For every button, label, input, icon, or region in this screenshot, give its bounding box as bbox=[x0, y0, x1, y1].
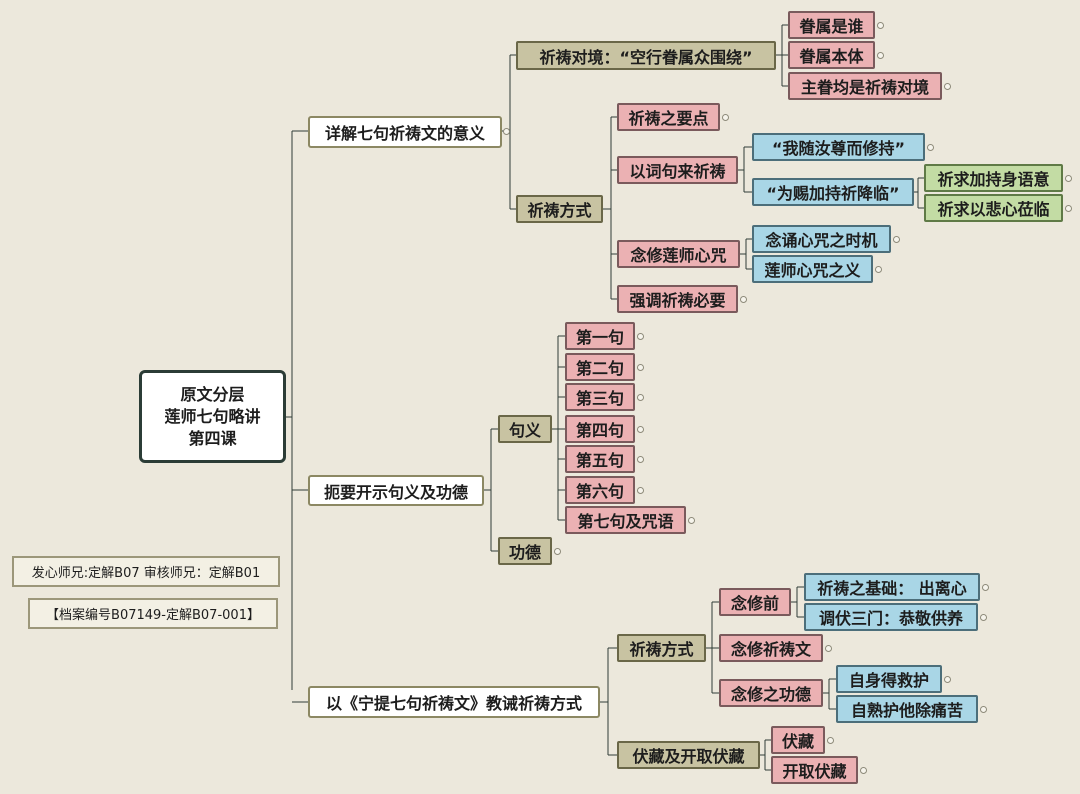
expand-master-retinue-icon[interactable] bbox=[944, 83, 951, 90]
quote-practice-topic[interactable]: “我随汝尊而修持” bbox=[752, 133, 925, 161]
expand-verse-5-icon[interactable] bbox=[637, 456, 644, 463]
expand-key-points-icon[interactable] bbox=[722, 114, 729, 121]
expand-retinue-who-icon[interactable] bbox=[877, 22, 884, 29]
verse-2-topic[interactable]: 第二句 bbox=[565, 353, 635, 381]
contributors-note: 发心师兄:定解B07 审核师兄：定解B01 bbox=[12, 556, 280, 587]
expand-retinue-essence-icon[interactable] bbox=[877, 52, 884, 59]
verse-7-mantra-topic[interactable]: 第七句及咒语 bbox=[565, 506, 686, 534]
expand-body-speech-mind-icon[interactable] bbox=[1065, 175, 1072, 182]
branch1-topic[interactable]: 详解七句祈祷文的意义 bbox=[308, 116, 502, 148]
expand-ripen-self-icon[interactable] bbox=[980, 706, 987, 713]
expand-verse-4-icon[interactable] bbox=[637, 426, 644, 433]
expand-verse-2-icon[interactable] bbox=[637, 364, 644, 371]
emphasize-necessity-topic[interactable]: 强调祈祷必要 bbox=[617, 285, 738, 313]
central-topic-line3: 第四课 bbox=[188, 428, 237, 448]
branch3-topic[interactable]: 以《宁提七句祈祷文》教诫祈祷方式 bbox=[308, 686, 600, 718]
expand-terma-item-icon[interactable] bbox=[827, 737, 834, 744]
terma-item-topic[interactable]: 伏藏 bbox=[771, 726, 825, 754]
archive-note: 【档案编号B07149-定解B07-001】 bbox=[28, 598, 278, 629]
body-speech-mind-topic[interactable]: 祈求加持身语意 bbox=[924, 164, 1063, 192]
expand-verse-1-icon[interactable] bbox=[637, 333, 644, 340]
recitation-merit-topic[interactable]: 念修之功德 bbox=[719, 679, 823, 707]
expand-verse-6-icon[interactable] bbox=[637, 487, 644, 494]
ripen-self-topic[interactable]: 自熟护他除痛苦 bbox=[836, 695, 978, 723]
expand-mantra-timing-icon[interactable] bbox=[893, 236, 900, 243]
central-topic-line2: 莲师七句略讲 bbox=[164, 406, 261, 426]
retinue-who-topic[interactable]: 眷属是谁 bbox=[788, 11, 875, 39]
expand-verse-7-icon[interactable] bbox=[688, 517, 695, 524]
expand-compassion-icon[interactable] bbox=[1065, 205, 1072, 212]
expand-verse-3-icon[interactable] bbox=[637, 394, 644, 401]
prayer-method-2-topic[interactable]: 祈祷方式 bbox=[617, 634, 706, 662]
quote-blessing-topic[interactable]: “为赐加持祈降临” bbox=[752, 178, 914, 206]
prayer-objects-topic[interactable]: 祈祷对境：“空行眷属众围绕” bbox=[516, 41, 776, 70]
branch2-topic[interactable]: 扼要开示句义及功德 bbox=[308, 475, 484, 506]
verse-6-topic[interactable]: 第六句 bbox=[565, 476, 635, 504]
recite-mantra-topic[interactable]: 念修莲师心咒 bbox=[617, 240, 740, 268]
retinue-essence-topic[interactable]: 眷属本体 bbox=[788, 41, 875, 69]
prayer-method-topic[interactable]: 祈祷方式 bbox=[516, 195, 603, 223]
master-retinue-topic[interactable]: 主眷均是祈祷对境 bbox=[788, 72, 942, 100]
self-protection-topic[interactable]: 自身得救护 bbox=[836, 665, 942, 693]
verse-5-topic[interactable]: 第五句 bbox=[565, 445, 635, 473]
verse-1-topic[interactable]: 第一句 bbox=[565, 322, 635, 350]
merit-topic[interactable]: 功德 bbox=[498, 537, 552, 565]
recite-prayer-topic[interactable]: 念修祈祷文 bbox=[719, 634, 823, 662]
expand-self-protection-icon[interactable] bbox=[944, 676, 951, 683]
renunciation-topic[interactable]: 祈祷之基础： 出离心 bbox=[804, 573, 980, 601]
tame-three-doors-topic[interactable]: 调伏三门：恭敬供养 bbox=[804, 603, 978, 631]
central-topic[interactable]: 原文分层 莲师七句略讲 第四课 bbox=[139, 370, 286, 463]
verse-3-topic[interactable]: 第三句 bbox=[565, 383, 635, 411]
verse-4-topic[interactable]: 第四句 bbox=[565, 415, 635, 443]
pray-with-verses-topic[interactable]: 以词句来祈祷 bbox=[617, 156, 738, 184]
mantra-timing-topic[interactable]: 念诵心咒之时机 bbox=[752, 225, 891, 253]
reveal-terma-topic[interactable]: 开取伏藏 bbox=[771, 756, 858, 784]
expand-renunciation-icon[interactable] bbox=[982, 584, 989, 591]
verse-meaning-topic[interactable]: 句义 bbox=[498, 415, 552, 443]
before-recitation-topic[interactable]: 念修前 bbox=[719, 588, 791, 616]
expand-mantra-meaning-icon[interactable] bbox=[875, 266, 882, 273]
mantra-meaning-topic[interactable]: 莲师心咒之义 bbox=[752, 255, 873, 283]
expand-emphasis-icon[interactable] bbox=[740, 296, 747, 303]
compassion-arrive-topic[interactable]: 祈求以悲心莅临 bbox=[924, 194, 1063, 222]
central-topic-line1: 原文分层 bbox=[180, 384, 245, 404]
expand-merit-icon[interactable] bbox=[554, 548, 561, 555]
terma-topic[interactable]: 伏藏及开取伏藏 bbox=[617, 741, 760, 769]
expand-branch1-icon[interactable] bbox=[503, 128, 510, 135]
prayer-key-points-topic[interactable]: 祈祷之要点 bbox=[617, 103, 720, 131]
expand-tame-three-doors-icon[interactable] bbox=[980, 614, 987, 621]
expand-reveal-terma-icon[interactable] bbox=[860, 767, 867, 774]
expand-recite-prayer-icon[interactable] bbox=[825, 645, 832, 652]
expand-quote-practice-icon[interactable] bbox=[927, 144, 934, 151]
